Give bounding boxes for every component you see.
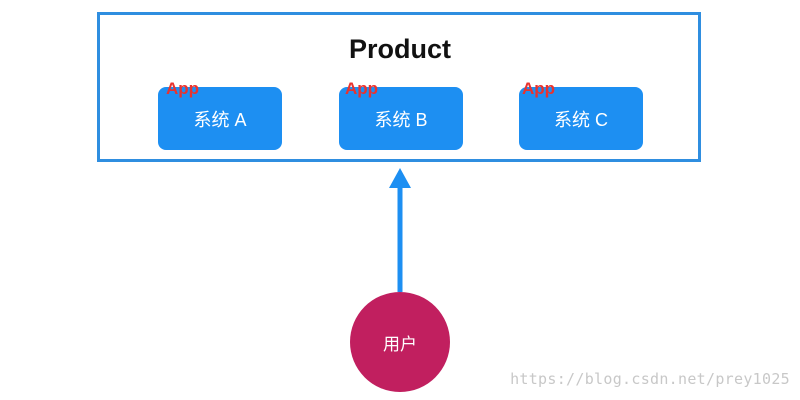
- watermark: https://blog.csdn.net/prey1025: [510, 370, 790, 388]
- system-box-c: 系统 C: [519, 87, 643, 150]
- arrow-head-icon: [389, 168, 411, 188]
- system-box-b: 系统 B: [339, 87, 463, 150]
- app-tag-c: App: [522, 79, 556, 98]
- app-tag-a: App: [166, 79, 200, 98]
- user-label: 用户: [383, 334, 417, 354]
- system-label-c: 系统 C: [554, 109, 608, 130]
- system-box-a: 系统 A: [158, 87, 282, 150]
- product-title: Product: [348, 34, 451, 64]
- product-frame: [97, 12, 701, 162]
- system-label-b: 系统 B: [374, 109, 428, 130]
- user-node: 用户: [350, 292, 450, 392]
- system-label-a: 系统 A: [193, 109, 247, 130]
- app-tag-b: App: [345, 79, 379, 98]
